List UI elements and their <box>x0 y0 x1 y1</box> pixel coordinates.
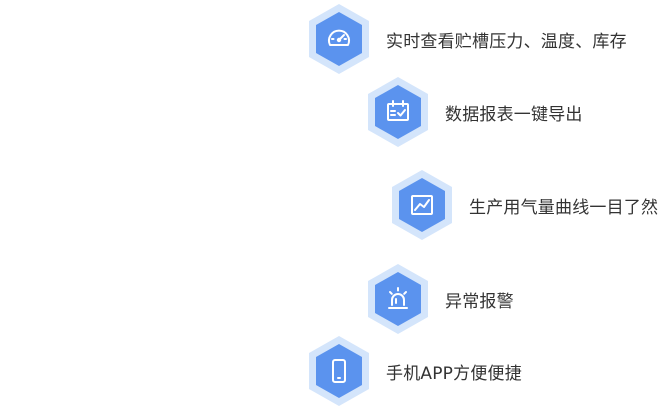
hexagon-badge <box>307 335 371 407</box>
calendar-check-icon <box>387 100 409 121</box>
hexagon-badge <box>366 263 430 335</box>
hexagon-badge <box>366 76 430 148</box>
line-chart-icon <box>411 195 433 215</box>
feature-label: 数据报表一键导出 <box>445 104 583 125</box>
feature-item: 数据报表一键导出 <box>366 74 583 150</box>
feature-label: 手机APP方便便捷 <box>386 363 522 384</box>
feature-item: 生产用气量曲线一目了然 <box>390 167 658 243</box>
hexagon-badge <box>307 3 371 75</box>
feature-label: 生产用气量曲线一目了然 <box>469 197 659 218</box>
alarm-light-icon <box>388 287 408 309</box>
feature-item: 异常报警 <box>366 261 514 337</box>
mobile-phone-icon <box>332 359 346 383</box>
speedometer-icon <box>328 29 350 46</box>
feature-label: 实时查看贮槽压力、温度、库存 <box>386 31 627 52</box>
hexagon-badge <box>390 169 454 241</box>
feature-item: 实时查看贮槽压力、温度、库存 <box>307 1 627 77</box>
feature-label: 异常报警 <box>445 291 514 312</box>
feature-item: 手机APP方便便捷 <box>307 333 522 409</box>
